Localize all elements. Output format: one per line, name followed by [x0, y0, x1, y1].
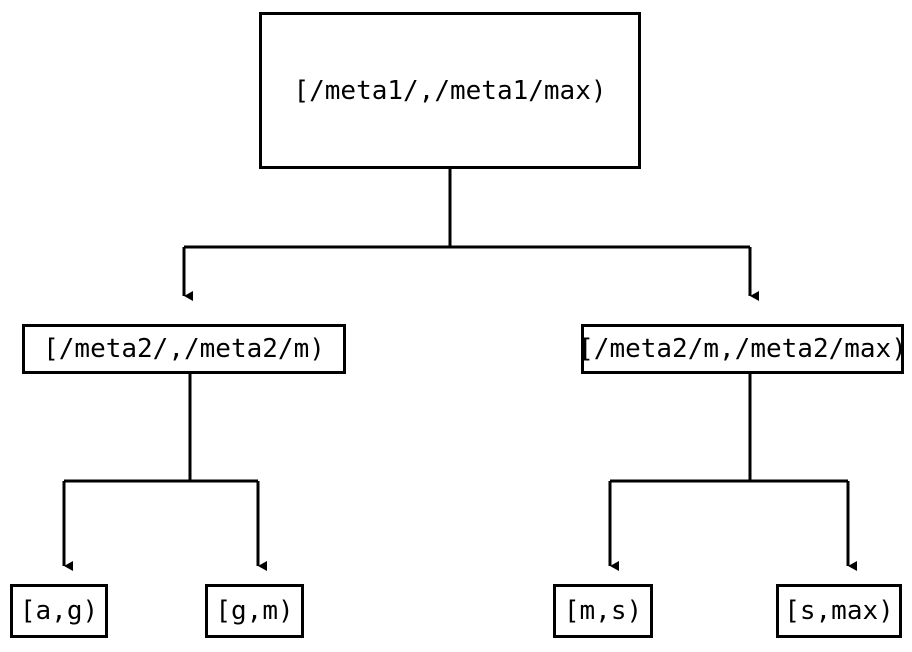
tree-node-meta2-high-label: [/meta2/m,/meta2/max) [578, 334, 907, 364]
tree-node-leaf-ms-label: [m,s) [563, 596, 643, 626]
tree-node-meta2-high[interactable]: [/meta2/m,/meta2/max) [578, 324, 907, 374]
edge-meta2-low-to-leaves [62, 374, 267, 571]
edge-meta2-high-to-leaves [608, 374, 857, 571]
tree-node-leaf-ag-label: [a,g) [19, 596, 99, 626]
tree-node-leaf-gm[interactable]: [g,m) [205, 584, 304, 638]
tree-node-leaf-gm-label: [g,m) [215, 596, 294, 626]
tree-node-root[interactable]: [/meta1/,/meta1/max) [259, 12, 641, 169]
tree-node-leaf-smax-label: [s,max) [784, 596, 894, 626]
tree-node-leaf-ag[interactable]: [a,g) [10, 584, 108, 638]
tree-node-leaf-smax[interactable]: [s,max) [776, 584, 902, 638]
edge-root-to-level2 [182, 169, 759, 301]
tree-node-meta2-low[interactable]: [/meta2/,/meta2/m) [22, 324, 346, 374]
tree-node-leaf-ms[interactable]: [m,s) [553, 584, 653, 638]
tree-node-root-label: [/meta1/,/meta1/max) [293, 75, 607, 106]
tree-node-meta2-low-label: [/meta2/,/meta2/m) [43, 334, 325, 364]
